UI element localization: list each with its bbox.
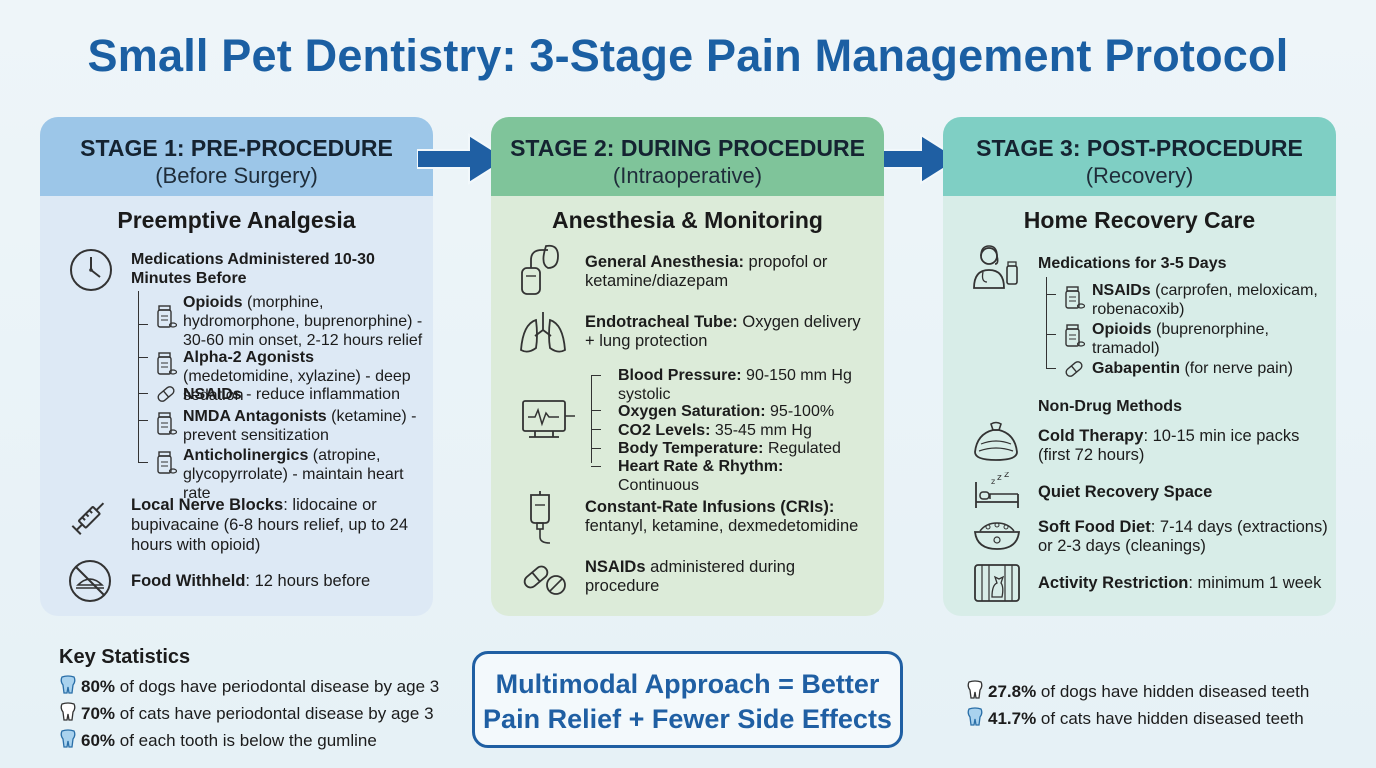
- stage-1-title: STAGE 1: PRE-PROCEDURE: [80, 135, 393, 161]
- stage-3-nondrug-heading: Non-Drug Methods: [1038, 398, 1182, 415]
- pill-bottle-icon: [155, 450, 177, 476]
- stage-3-title: STAGE 3: POST-PROCEDURE: [976, 135, 1303, 161]
- tooth-icon: [966, 680, 984, 705]
- stage-2-monitor-1: Blood Pressure: 90-150 mm Hg systolic: [618, 367, 852, 403]
- stage-3-subtitle: (Recovery): [1085, 163, 1194, 188]
- stat-item: 41.7% of cats have hidden diseased teeth: [966, 707, 1304, 732]
- tooth-icon: [966, 707, 984, 732]
- stage-1-med-2: Alpha-2 Agonists (medetomidine, xylazine…: [183, 349, 411, 404]
- pill-bottle-icon: [155, 351, 177, 377]
- stage-3-quiet-space: Quiet Recovery Space: [1038, 483, 1213, 501]
- stage-1-subtitle: (Before Surgery): [155, 163, 318, 188]
- no-food-icon: [67, 558, 113, 604]
- stage-2-panel: STAGE 2: DURING PROCEDURE (Intraoperativ…: [491, 117, 884, 616]
- tooth-icon: [59, 675, 77, 700]
- stage-2-section-title: Anesthesia & Monitoring: [552, 207, 823, 233]
- key-statistics-heading: Key Statistics: [59, 646, 191, 668]
- stage-3-med-3: Gabapentin (for nerve pain): [1092, 360, 1293, 377]
- stage-1-food-withheld: Food Withheld: 12 hours before: [131, 572, 371, 590]
- stage-1-med-5: Anticholinergics (atropine, glycopyrrola…: [183, 447, 404, 502]
- stage-1-panel: STAGE 1: PRE-PROCEDURE (Before Surgery) …: [40, 117, 433, 616]
- tree-connector: [591, 375, 592, 463]
- stage-2-nsaids: NSAIDs administered during procedure: [585, 558, 796, 595]
- clock-icon: [68, 247, 114, 293]
- stat-item: 60% of each tooth is below the gumline: [59, 729, 377, 754]
- stage-2-monitor-3: CO2 Levels: 35-45 mm Hg: [618, 422, 812, 439]
- syringe-icon: [66, 494, 114, 542]
- stage-3-med-1: NSAIDs (carprofen, meloxicam, robenacoxi…: [1092, 282, 1318, 318]
- svg-text:z: z: [991, 477, 995, 486]
- stage-3-section-title: Home Recovery Care: [1023, 207, 1256, 233]
- callout-line-1: Multimodal Approach = Better: [495, 669, 880, 699]
- capsule-icon: [1063, 360, 1085, 378]
- stat-item: 80% of dogs have periodontal disease by …: [59, 675, 439, 700]
- stage-3-header: STAGE 3: POST-PROCEDURE (Recovery): [943, 117, 1336, 196]
- lungs-icon: [518, 310, 568, 356]
- pills-icon: [521, 557, 567, 597]
- stage-3-cold-therapy: Cold Therapy: 10-15 min ice packs (first…: [1038, 427, 1300, 464]
- tree-connector: [138, 291, 139, 463]
- stage-1-nerve-blocks: Local Nerve Blocks: lidocaine or bupivac…: [131, 496, 409, 554]
- stage-3-soft-food: Soft Food Diet: 7-14 days (extractions) …: [1038, 518, 1328, 555]
- svg-text:z: z: [997, 473, 1002, 483]
- stat-item: 70% of cats have periodontal disease by …: [59, 702, 434, 727]
- iv-bag-icon: [526, 489, 560, 545]
- pill-bottle-icon: [155, 411, 177, 437]
- veterinarian-icon: [971, 242, 1021, 294]
- tree-connector: [1046, 277, 1047, 369]
- svg-text:z: z: [1004, 472, 1009, 480]
- tooth-icon: [59, 729, 77, 754]
- pill-bottle-icon: [155, 304, 177, 330]
- stage-1-header: STAGE 1: PRE-PROCEDURE (Before Surgery): [40, 117, 433, 196]
- stat-item: 27.8% of dogs have hidden diseased teeth: [966, 680, 1309, 705]
- callout-line-2: Pain Relief + Fewer Side Effects: [483, 704, 892, 734]
- ice-pack-icon: [971, 420, 1021, 464]
- stage-1-section-title: Preemptive Analgesia: [117, 207, 356, 233]
- stage-3-meds-heading: Medications for 3-5 Days: [1038, 255, 1227, 272]
- stage-2-monitor-4: Body Temperature: Regulated: [618, 440, 841, 457]
- crate-icon: [973, 563, 1021, 603]
- stage-3-med-2: Opioids (buprenorphine, tramadol): [1092, 321, 1269, 357]
- stage-2-subtitle: (Intraoperative): [612, 163, 763, 188]
- stage-2-header: STAGE 2: DURING PROCEDURE (Intraoperativ…: [491, 117, 884, 196]
- stage-2-anesthesia: General Anesthesia: propofol or ketamine…: [585, 253, 828, 290]
- stage-1-meds-heading: Medications Administered 10-30 Minutes B…: [131, 251, 375, 287]
- pill-bottle-icon: [1063, 285, 1085, 311]
- stage-2-endotracheal: Endotracheal Tube: Oxygen delivery + lun…: [585, 313, 861, 350]
- stage-1-med-1: Opioids (morphine, hydromorphone, bupren…: [183, 294, 423, 349]
- pill-bottle-icon: [1063, 323, 1085, 349]
- stage-1-med-4: NMDA Antagonists (ketamine) - prevent se…: [183, 408, 417, 444]
- stage-arrow-1: [416, 133, 509, 190]
- anesthesia-mask-icon: [518, 242, 564, 298]
- monitor-icon: [521, 399, 575, 441]
- stage-1-med-3: NSAIDs - reduce inflammation: [183, 386, 400, 403]
- stage-3-activity: Activity Restriction: minimum 1 week: [1038, 574, 1322, 592]
- stage-3-panel: STAGE 3: POST-PROCEDURE (Recovery) Home …: [943, 117, 1336, 616]
- food-bowl-icon: [972, 517, 1022, 553]
- multimodal-callout: Multimodal Approach = Better Pain Relief…: [472, 651, 903, 748]
- stage-2-cri: Constant-Rate Infusions (CRIs): fentanyl…: [585, 498, 859, 535]
- tooth-icon: [59, 702, 77, 727]
- stage-2-title: STAGE 2: DURING PROCEDURE: [510, 135, 865, 161]
- page-title: Small Pet Dentistry: 3-Stage Pain Manage…: [87, 30, 1289, 81]
- capsule-icon: [155, 385, 177, 403]
- stage-2-monitor-5: Heart Rate & Rhythm: Continuous: [618, 458, 784, 494]
- stage-2-monitor-2: Oxygen Saturation: 95-100%: [618, 403, 835, 420]
